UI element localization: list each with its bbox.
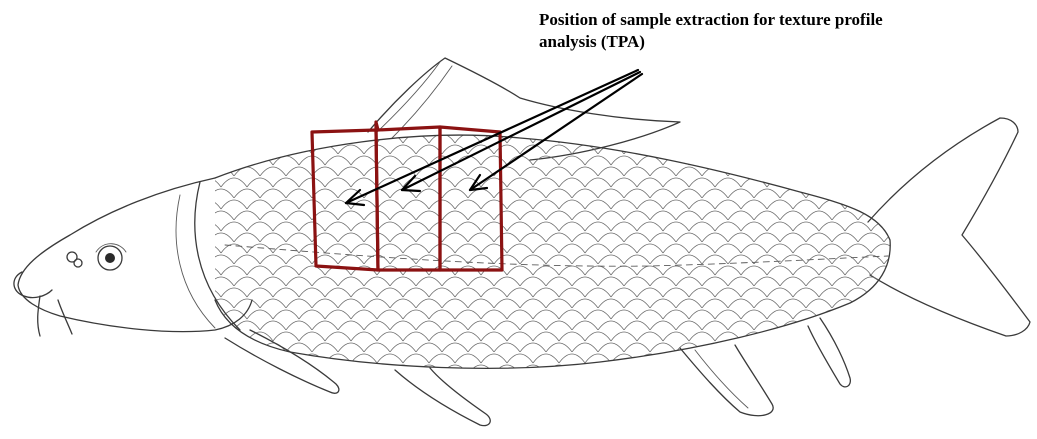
annotation-label: Position of sample extraction for textur… bbox=[539, 9, 1009, 53]
pelvic-fin bbox=[395, 368, 490, 426]
fish-pupil bbox=[105, 253, 115, 263]
tail-fin bbox=[868, 118, 1030, 336]
anal-fin bbox=[680, 345, 773, 416]
barbel bbox=[38, 296, 40, 336]
scale-texture bbox=[200, 120, 900, 380]
barbel bbox=[58, 300, 72, 334]
nostril bbox=[74, 259, 82, 267]
fish-mouth bbox=[14, 272, 52, 298]
annotation-label-line-2: analysis (TPA) bbox=[539, 31, 1009, 53]
ventral-fin bbox=[808, 318, 850, 387]
annotation-label-line-1: Position of sample extraction for textur… bbox=[539, 9, 1009, 31]
